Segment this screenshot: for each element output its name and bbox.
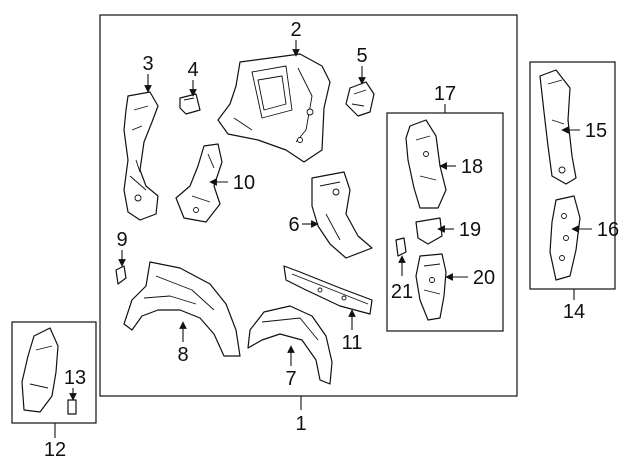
- part-15-pillar: [539, 69, 577, 185]
- callout-13: 13: [64, 367, 86, 389]
- part-9-clip: [115, 265, 127, 285]
- callout-20: 20: [473, 267, 495, 289]
- part-10-reinforcement: [175, 143, 223, 223]
- part-21-clip: [395, 237, 407, 257]
- part-3-pillar: [123, 91, 159, 221]
- part-5-bracket: [345, 81, 375, 117]
- callout-17: 17: [434, 83, 456, 105]
- callout-16: 16: [597, 219, 619, 241]
- callout-labels: 1 2 3 4 5 6 7 8 9 10 11 12 13 14 15 16 1…: [44, 19, 619, 461]
- callout-1: 1: [295, 413, 306, 435]
- callout-12: 12: [44, 439, 66, 461]
- sub-assembly-14-frame: [529, 61, 616, 290]
- leader-lines: [54, 40, 592, 438]
- callout-15: 15: [585, 120, 607, 142]
- part-12-panel: [21, 327, 59, 413]
- callout-2: 2: [290, 19, 301, 41]
- part-13-clip: [67, 399, 77, 415]
- sub-assembly-12-frame: [11, 321, 97, 424]
- callout-3: 3: [142, 53, 153, 75]
- callout-5: 5: [356, 45, 367, 67]
- callout-21: 21: [391, 281, 413, 303]
- part-4-bracket: [179, 93, 201, 115]
- callout-19: 19: [459, 219, 481, 241]
- part-16-reinforcement: [549, 195, 581, 281]
- callout-9: 9: [116, 229, 127, 251]
- part-20-brace: [415, 253, 447, 321]
- part-8-wheelhouse: [123, 261, 241, 357]
- main-assembly-frame: [99, 14, 518, 397]
- part-7-inner-wheelhouse: [247, 305, 333, 385]
- callout-10: 10: [233, 172, 255, 194]
- callout-6: 6: [288, 214, 299, 236]
- callout-7: 7: [285, 368, 296, 390]
- callout-18: 18: [461, 156, 483, 178]
- part-2-inner-panel: [217, 53, 331, 163]
- part-11-rail: [283, 265, 373, 315]
- callout-14: 14: [563, 301, 585, 323]
- part-18-pillar-reinforcement: [405, 119, 447, 209]
- callout-4: 4: [187, 59, 198, 81]
- callout-11: 11: [342, 332, 363, 354]
- part-19-bracket: [415, 217, 443, 245]
- part-6-panel: [311, 171, 373, 259]
- callout-8: 8: [177, 344, 188, 366]
